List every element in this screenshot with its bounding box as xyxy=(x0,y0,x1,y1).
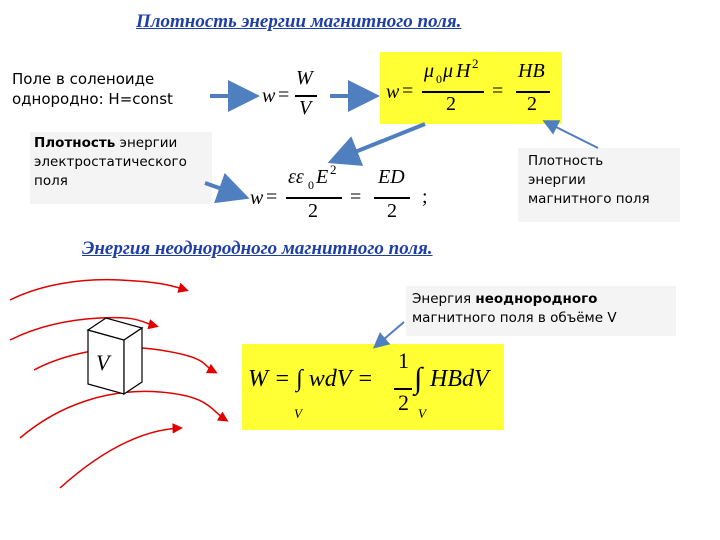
field-line xyxy=(9,316,159,341)
fraction-bar xyxy=(286,197,342,199)
formula-sub0: 0 xyxy=(308,178,314,192)
formula-eq: = xyxy=(402,80,414,102)
solenoid-note-line1: Поле в соленоиде xyxy=(12,70,155,88)
inhomogeneous-note-prefix: Энергия xyxy=(412,291,476,307)
formula-W: W xyxy=(296,67,313,89)
formula-w-over-v: w = W V xyxy=(262,64,328,124)
fraction-bar xyxy=(516,91,550,93)
section-title: Энергия неоднородного магнитного поля. xyxy=(82,238,433,259)
formula-two: 2 xyxy=(308,200,318,222)
solenoid-note-line2: однородно: H=const xyxy=(12,90,173,108)
formula-sup2: 2 xyxy=(330,162,337,177)
magnetic-note-line3: магнитного поля xyxy=(528,191,650,207)
magnetic-note-line2: энергии xyxy=(528,172,586,188)
magnetic-note: Плотность энергии магнитного поля xyxy=(518,148,680,222)
electrostatic-note-word: Плотность xyxy=(34,135,116,151)
formula-HB: HB xyxy=(518,60,545,82)
formula-w: w xyxy=(250,187,264,209)
page-title: Плотность энергии магнитного поля. xyxy=(136,11,462,32)
formula-ED: ED xyxy=(378,166,405,188)
arrow-inhom-note xyxy=(372,321,405,349)
formula-w: w xyxy=(262,85,276,107)
formula-two: 2 xyxy=(398,390,409,415)
formula-eq: = xyxy=(266,186,278,208)
field-line xyxy=(59,423,183,489)
field-line xyxy=(33,346,218,374)
electrostatic-note: Плотность энергии электростатического по… xyxy=(30,132,212,204)
field-line xyxy=(19,390,229,439)
formula-V: V xyxy=(299,97,312,119)
integral-sign: ∫ xyxy=(414,362,423,395)
formula-eq: = xyxy=(350,186,362,208)
integral-rhs: HBdV xyxy=(430,366,489,392)
electric-density-formula: w = εε 0 E 2 2 = ED 2 ; xyxy=(250,162,450,234)
fraction-bar xyxy=(394,388,412,390)
formula-mu: μ xyxy=(443,60,454,82)
formula-one: 1 xyxy=(398,348,409,373)
integral-lhs: W = ∫ wdV = xyxy=(248,366,374,392)
arrow-box-to-electric xyxy=(327,122,426,166)
fraction-bar xyxy=(422,91,484,93)
formula-two: 2 xyxy=(527,93,537,115)
energy-integral-formula: W = ∫ wdV = V 1 2 ∫ HBdV V xyxy=(242,344,504,430)
inhomogeneous-note-keyword: неоднородного xyxy=(475,291,598,307)
arrow-magnetic-note xyxy=(542,120,599,149)
volume-cube xyxy=(86,317,144,396)
electrostatic-note-text: энергии электростатического поля xyxy=(34,135,187,189)
formula-eq: = xyxy=(278,84,290,106)
formula-eq: = xyxy=(492,80,504,102)
formula-sub0: 0 xyxy=(436,72,442,86)
solenoid-note: Поле в соленоиде однородно: H=const xyxy=(12,69,173,109)
magnetic-note-line1: Плотность xyxy=(528,153,604,169)
magnetic-density-formula: w = μ 0 μ H 2 2 = HB 2 xyxy=(380,52,562,124)
arrow-electro-note xyxy=(204,172,250,204)
integral-limit-1: V xyxy=(294,406,302,421)
field-line xyxy=(9,278,189,301)
formula-mu0: μ xyxy=(424,60,435,82)
formula-w: w xyxy=(386,81,400,103)
integral-limit-2: V xyxy=(418,406,426,421)
formula-E: E xyxy=(316,166,329,188)
formula-two: 2 xyxy=(387,200,397,222)
fraction-bar xyxy=(374,197,410,199)
fraction-bar xyxy=(295,95,317,97)
formula-sup2: 2 xyxy=(472,56,479,71)
inhomogeneous-note: Энергия неоднородного магнитного поля в … xyxy=(406,286,676,336)
formula-H: H xyxy=(456,60,471,82)
inhomogeneous-note-suffix: магнитного поля в объёме V xyxy=(412,310,617,326)
volume-label: V xyxy=(96,350,112,375)
formula-eps: εε xyxy=(288,166,304,188)
formula-two: 2 xyxy=(446,93,456,115)
formula-semicolon: ; xyxy=(422,186,428,208)
